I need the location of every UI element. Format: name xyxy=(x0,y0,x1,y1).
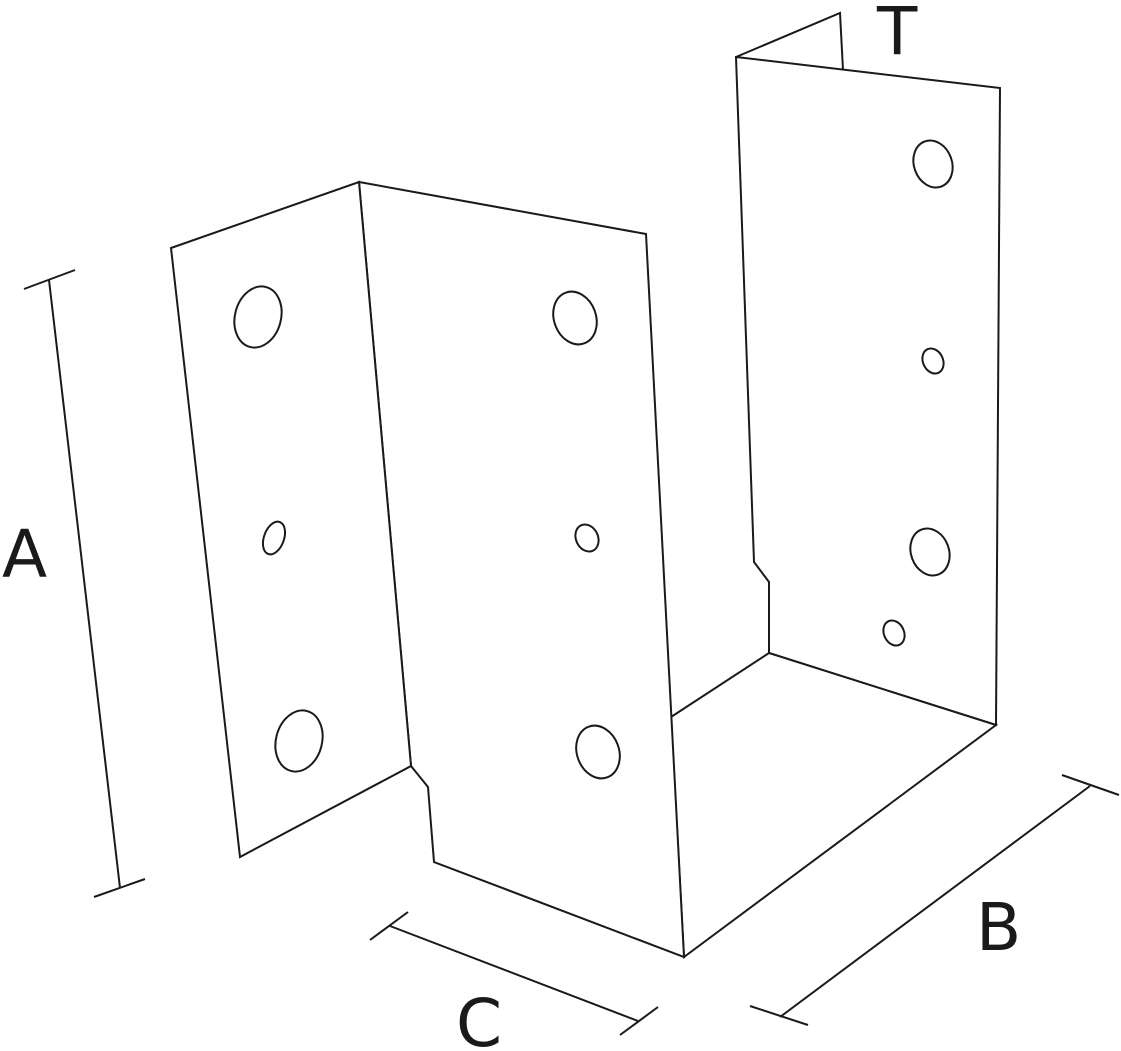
thickness-tab xyxy=(735,11,844,71)
dimension-b-line xyxy=(779,785,1091,1018)
dimension-t: T xyxy=(876,0,918,70)
dimension-b-tick-bottom xyxy=(749,1005,809,1026)
right-plate-hole-3 xyxy=(909,527,951,577)
right-plate-hole-1 xyxy=(912,139,954,189)
dimension-c: C xyxy=(369,911,659,1051)
dimension-c-line xyxy=(389,925,639,1022)
left-flange-face xyxy=(169,180,413,859)
left-flange-hole-3 xyxy=(274,709,324,773)
dimension-a-line xyxy=(48,279,121,889)
dimension-a-tick-bottom xyxy=(93,878,146,898)
front-plate-hole-2 xyxy=(574,523,600,553)
dimension-b-label: B xyxy=(976,889,1021,966)
left-flange-hole-1 xyxy=(233,285,283,349)
dimension-a-tick-top xyxy=(23,269,76,290)
right-plate-face xyxy=(734,55,1002,727)
dimension-b-tick-top xyxy=(1061,774,1120,796)
right-side-plate xyxy=(734,11,1002,727)
left-flange-plate xyxy=(169,180,413,859)
right-plate-hole-2 xyxy=(921,347,945,375)
dimension-t-label: T xyxy=(876,0,918,70)
dimension-b: B xyxy=(749,774,1120,1026)
dimension-c-tick-left xyxy=(369,911,409,941)
dimension-a-label: A xyxy=(2,516,47,593)
front-plate xyxy=(357,180,686,959)
front-plate-hole-1 xyxy=(552,290,598,346)
right-plate-hole-4 xyxy=(882,619,906,647)
front-plate-face xyxy=(357,180,686,959)
front-plate-hole-3 xyxy=(575,724,621,780)
dimension-c-tick-right xyxy=(619,1006,659,1036)
dimension-c-label: C xyxy=(456,985,502,1051)
left-flange-hole-2 xyxy=(261,520,287,556)
dimension-a: A xyxy=(2,269,146,898)
